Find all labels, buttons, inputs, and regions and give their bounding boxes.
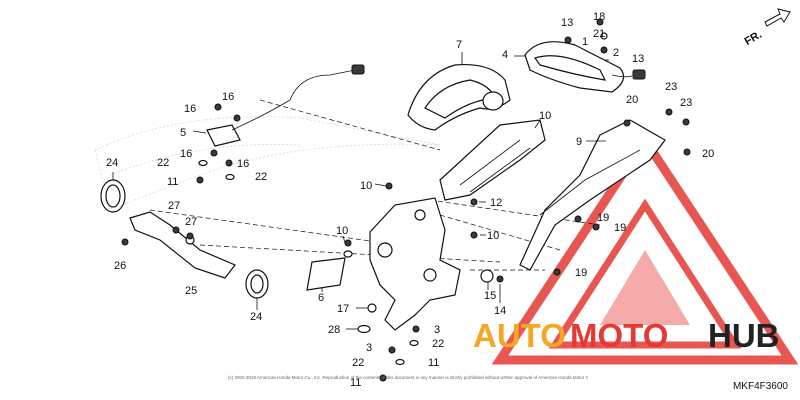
part-number-label: 16: [180, 148, 192, 160]
part-number-label: 10: [336, 225, 348, 237]
part-5-sensor-wire: [206, 64, 365, 147]
part-number-label: 16: [222, 91, 234, 103]
arrow-icon: [764, 8, 791, 27]
part-number-label: 12: [490, 197, 502, 209]
direction-label: FR.: [743, 29, 764, 48]
watermark-word-moto: MOTO: [570, 317, 668, 354]
part-number-label: 23: [665, 81, 677, 93]
front-direction-arrow: FR.: [743, 8, 791, 48]
automotohub-logo-triangle: [491, 131, 799, 365]
automotohub-watermark: AUTO MOTO HUB: [473, 317, 780, 354]
part-7-rear-fender-bracket: [439, 119, 546, 201]
part-number-label: 15: [484, 290, 496, 302]
part-number-label: 20: [702, 148, 714, 160]
part-number-label: 22: [255, 171, 267, 183]
part-number-label: 1: [582, 36, 588, 48]
watermark-word-hub: HUB: [708, 317, 780, 354]
part-number-label: 13: [561, 17, 573, 29]
part-number-label: 24: [250, 311, 262, 323]
part-number-label: 11: [167, 176, 178, 188]
part-number-label: 3: [366, 342, 372, 354]
part-number-label: 18: [593, 11, 605, 23]
part-number-label: 6: [318, 292, 324, 304]
part-number-label: 13: [632, 53, 644, 65]
part-number-labels: 18 13 21 1 2 13 4 7 10 9 20 23 23 20 19 …: [106, 11, 714, 389]
part-number-label: 14: [494, 305, 506, 317]
watermark-word-auto: AUTO: [473, 317, 566, 354]
part-number-label: 7: [456, 39, 462, 51]
part-6-reflector: [306, 257, 346, 291]
part-number-label: 4: [502, 49, 508, 61]
leader-lines: [112, 52, 606, 330]
part-8-rear-cowl: [407, 63, 511, 131]
part-number-label: 19: [597, 212, 609, 224]
part-number-label: 20: [626, 94, 638, 106]
part-number-label: 19: [614, 222, 626, 234]
part-number-label: 2: [613, 47, 619, 59]
part-number-label: 11: [350, 377, 361, 389]
part-number-label: 10: [487, 230, 499, 242]
part-number-label: 26: [114, 260, 126, 272]
copyright-notice: (c) 2002-2019 American Honda Motor Co., …: [228, 375, 588, 380]
part-number-label: 22: [432, 338, 444, 350]
diagram-code: MKF4F3600: [732, 381, 788, 392]
part-24-grommets: [100, 179, 269, 299]
central-license-bracket: [369, 197, 461, 331]
part-9-rear-fender-rail: [519, 119, 666, 271]
part-25-license-bracket: [129, 211, 236, 279]
part-number-label: 10: [360, 180, 372, 192]
part-number-label: 22: [157, 157, 169, 169]
part-number-label: 5: [180, 127, 186, 139]
part-number-label: 28: [328, 324, 340, 336]
part-number-label: 27: [168, 200, 180, 212]
part-number-label: 10: [539, 110, 551, 122]
part-number-label: 3: [434, 324, 440, 336]
part-number-label: 16: [237, 158, 249, 170]
background-wing-watermark: [94, 116, 441, 211]
part-number-label: 11: [428, 357, 439, 369]
part-number-label: 9: [576, 136, 582, 148]
fasteners: [121, 18, 691, 382]
part-number-label: 17: [337, 303, 349, 315]
part-number-label: 22: [352, 357, 364, 369]
part-number-label: 23: [680, 97, 692, 109]
part-number-label: 19: [575, 267, 587, 279]
part-number-label: 21: [593, 28, 605, 40]
part-number-label: 27: [185, 216, 197, 228]
part-number-label: 24: [106, 157, 118, 169]
part-4-tail-light: [524, 41, 646, 93]
part-number-label: 25: [185, 285, 197, 297]
part-number-label: 16: [184, 103, 196, 115]
